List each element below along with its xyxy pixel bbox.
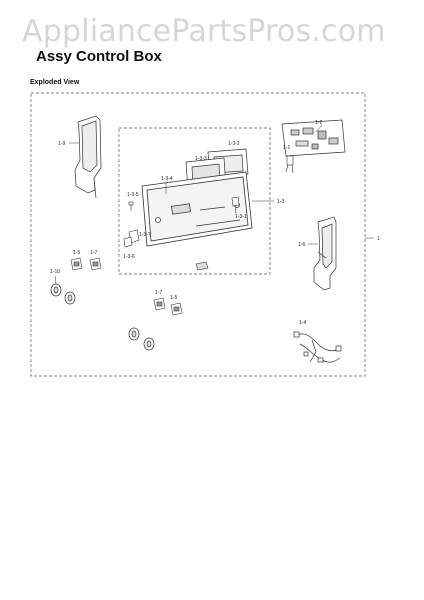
part-screw	[128, 201, 134, 211]
callout-1-4: 1-4	[299, 320, 306, 326]
part-switch-left-a	[70, 257, 83, 271]
part-small-bracket	[123, 229, 140, 248]
callout-1-7-center: 1-7	[155, 290, 162, 296]
callout-1-3-6: 1-3-6	[123, 254, 135, 260]
part-tab	[195, 261, 209, 271]
callout-1-1: 1-1	[283, 145, 290, 151]
part-wire-harness	[293, 331, 342, 363]
callout-1-7-left: 1-7	[90, 250, 97, 256]
part-switch-center-b	[170, 302, 183, 316]
outer-dashed-frame	[30, 92, 366, 377]
part-connector	[285, 155, 294, 174]
callout-1-3-5: 1-3-5	[127, 192, 139, 198]
callout-1-3-1: 1-3-1	[235, 214, 247, 220]
part-knobs-center	[128, 327, 155, 351]
part-switch-left-b	[89, 257, 102, 271]
inner-dashed-frame	[118, 127, 271, 275]
callout-1-3-3: 1-3-3	[195, 156, 207, 162]
callout-1: 1	[377, 236, 380, 242]
callout-1-3-4: 1-3-4	[161, 176, 173, 182]
part-switch-center-a	[153, 297, 166, 311]
watermark-text: AppliancePartsPros.com	[22, 14, 386, 49]
callout-1-6: 1-6	[298, 242, 305, 248]
callout-1-5-center: 1-5	[170, 295, 177, 301]
part-control-panel	[141, 171, 253, 247]
callout-1-9: 1-9	[58, 141, 65, 147]
callout-1-3-2: 1-3-2	[228, 141, 240, 147]
callout-1-5-left: 1-5	[73, 250, 80, 256]
section-subtitle: Exploded View	[30, 79, 80, 86]
callout-1-2: 1-2	[315, 120, 322, 126]
callout-1-3-7: 1-3-7	[139, 232, 151, 238]
part-control-board	[281, 119, 346, 157]
page-title: Assy Control Box	[36, 48, 162, 65]
part-side-bracket-right	[313, 216, 337, 291]
callout-1-3: 1-3	[277, 199, 284, 205]
part-knobs-left	[50, 283, 76, 305]
callout-1-10: 1-10	[50, 269, 60, 275]
part-clip	[231, 196, 240, 214]
part-side-bracket-left	[74, 115, 102, 199]
